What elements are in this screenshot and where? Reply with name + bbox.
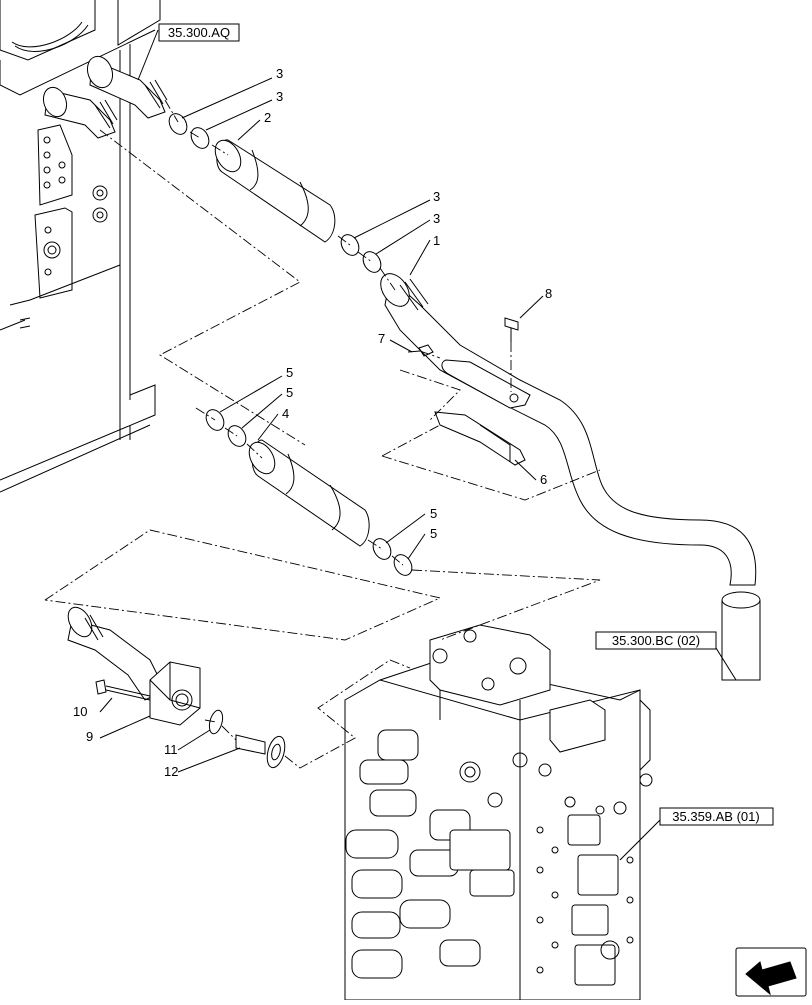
callout-1: 1 [433,233,440,248]
callout-5: 5 [286,385,293,400]
guide-lines [44,99,601,769]
callout-2: 2 [264,110,271,125]
callouts: 3 3 2 3 3 1 8 7 5 5 4 6 5 5 10 9 11 12 [73,66,552,779]
callout-10: 10 [73,704,87,719]
callout-4: 4 [282,406,289,421]
nav-arrow-button[interactable] [735,947,807,997]
reference-box-right-lower[interactable]: 35.359.AB (01) [659,807,774,826]
reference-box-top[interactable]: 35.300.AQ [158,23,240,42]
callout-6: 6 [540,472,547,487]
callout-7: 7 [378,331,385,346]
control-valve [344,624,653,1001]
arrow-icon [745,961,797,996]
bracket-assembly [407,317,531,466]
callout-11: 11 [164,742,178,757]
callout-3: 3 [276,89,283,104]
callout-5: 5 [286,365,293,380]
return-pipe-stub [721,591,761,681]
leader-lines [99,29,737,861]
elbow-flange-assembly [67,606,286,769]
reference-label: 35.300.AQ [168,25,230,40]
callout-3: 3 [433,189,440,204]
hydraulic-tank [0,0,168,493]
callout-3: 3 [276,66,283,81]
callout-5: 5 [430,506,437,521]
callout-5: 5 [430,526,437,541]
callout-9: 9 [86,729,93,744]
callout-12: 12 [164,764,178,779]
reference-box-right-upper[interactable]: 35.300.BC (02) [595,631,717,650]
callout-8: 8 [545,286,552,301]
reference-label: 35.300.BC (02) [612,633,700,648]
reference-label: 35.359.AB (01) [672,809,759,824]
callout-3: 3 [433,211,440,226]
lower-hose-assembly [205,409,413,576]
upper-hose-assembly [168,113,382,273]
